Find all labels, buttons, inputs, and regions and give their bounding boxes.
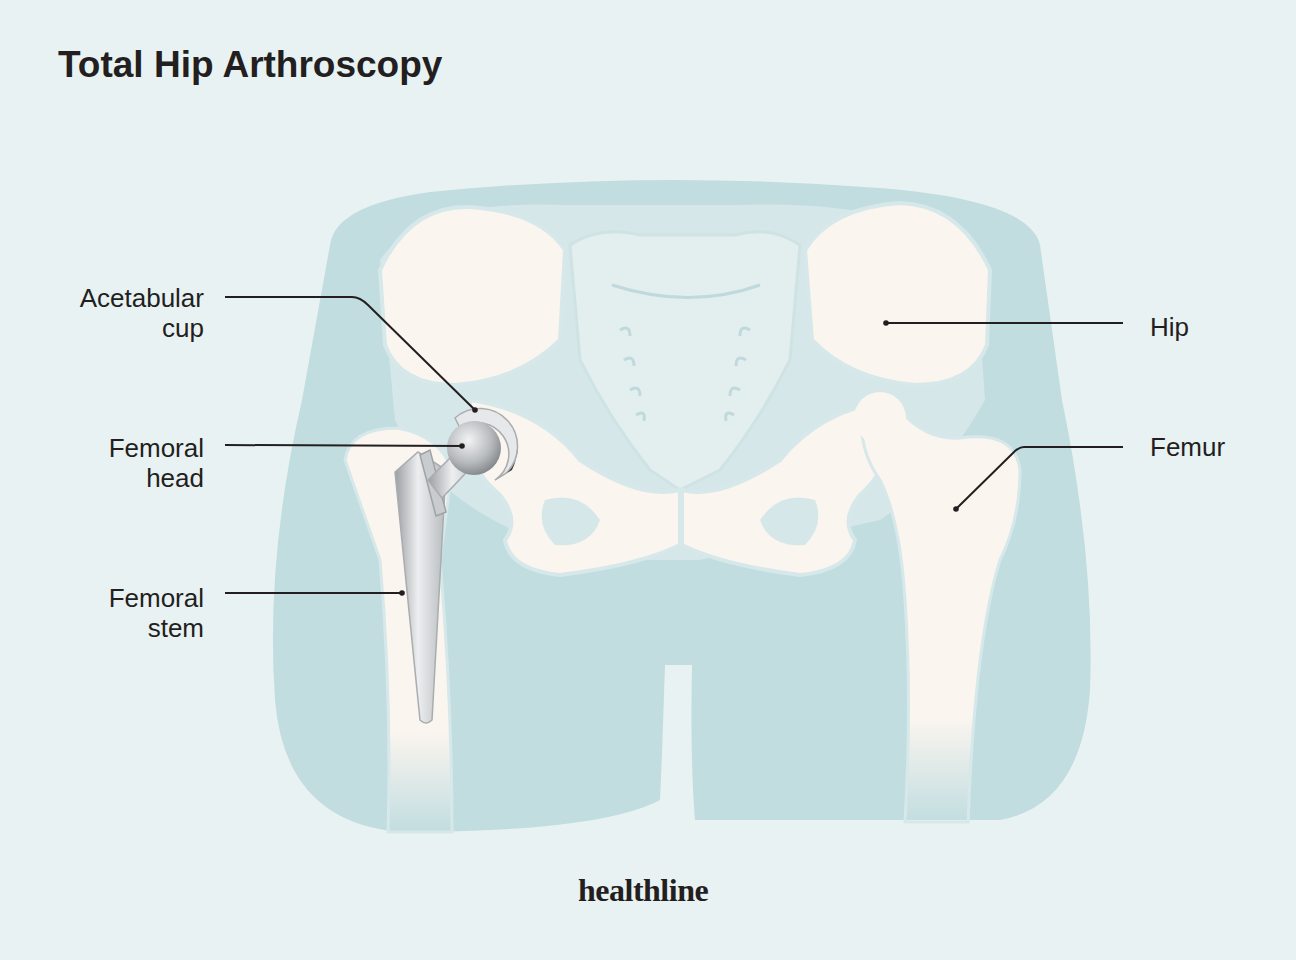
femur-bone (861, 404, 1020, 822)
part-label: Hip (1150, 312, 1189, 342)
part-label: Femoral head (54, 433, 204, 493)
hip-bone (380, 207, 565, 385)
part-label: Acetabular cup (54, 283, 204, 343)
diagram-title: Total Hip Arthroscopy (58, 43, 442, 87)
part-label: Femur (1150, 432, 1225, 462)
femoral-head (447, 421, 501, 475)
brand-logo: healthline (578, 872, 708, 908)
part-label: Femoral stem (54, 583, 204, 643)
sacrum (570, 232, 800, 490)
body-silhouette (273, 180, 1091, 832)
leader-lines (225, 297, 1123, 593)
hip-bone (805, 203, 990, 385)
